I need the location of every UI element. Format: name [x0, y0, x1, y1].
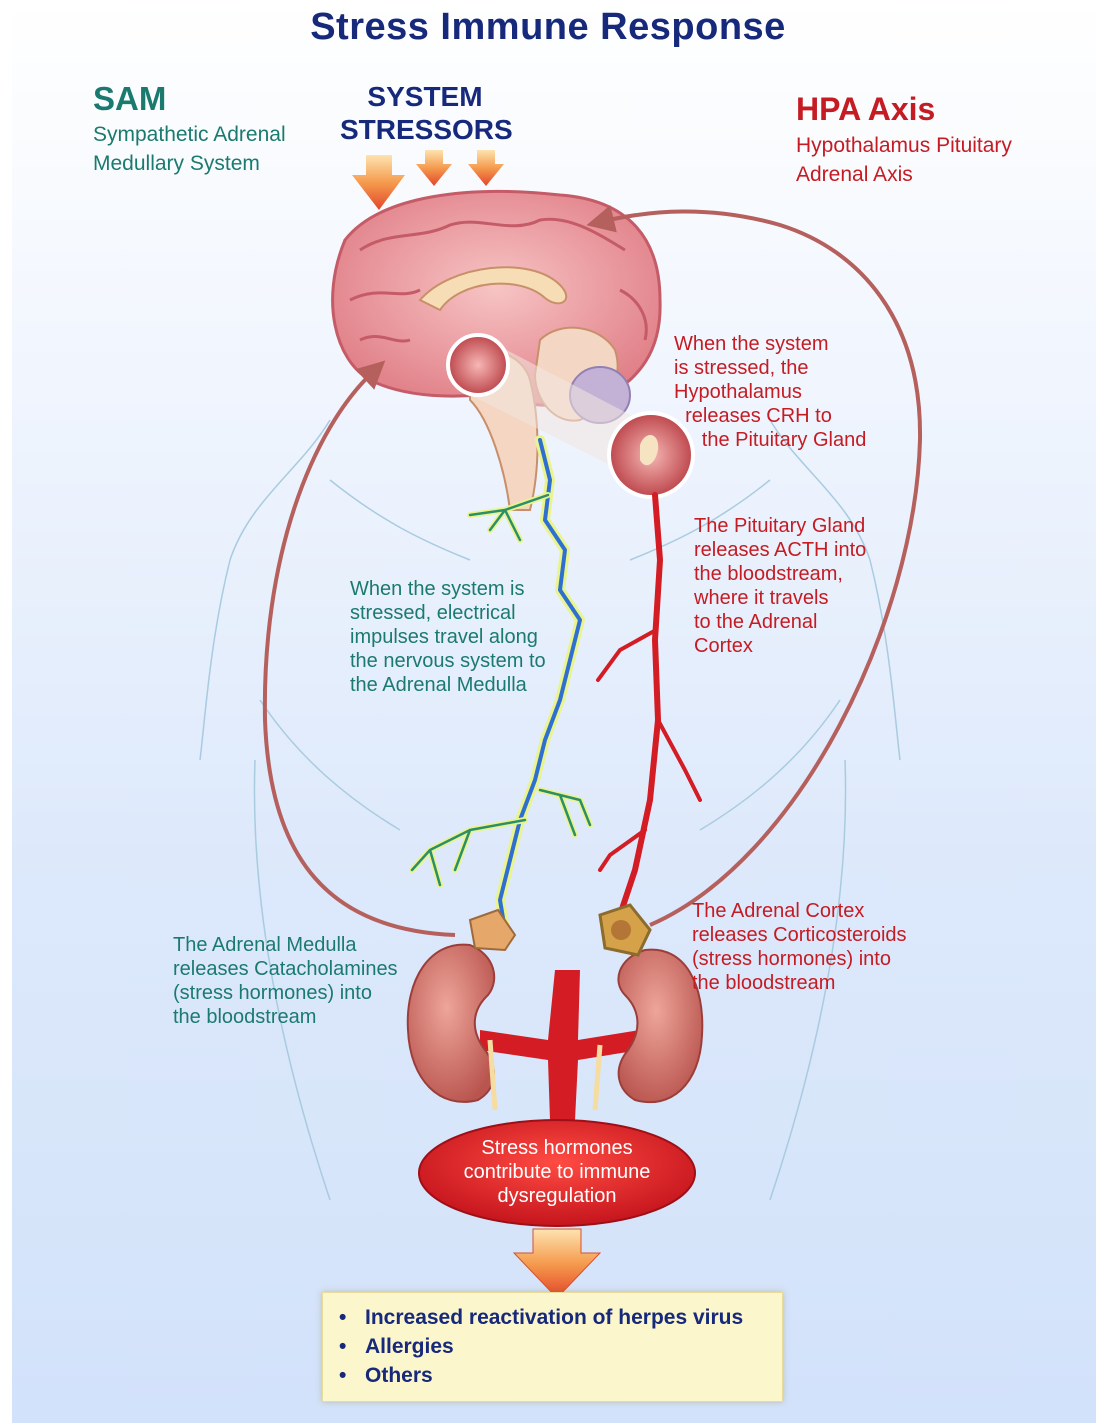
- effects-item: •Others: [339, 1361, 782, 1390]
- bullet: •: [339, 1303, 365, 1332]
- pituitary-annotation: The Pituitary Gland releases ACTH into t…: [694, 514, 904, 658]
- sam-title: SAM: [93, 80, 166, 118]
- bullet: •: [339, 1361, 365, 1390]
- blood-vessel: [598, 495, 700, 915]
- effects-box: •Increased reactivation of herpes virus …: [322, 1292, 783, 1402]
- effects-item: •Increased reactivation of herpes virus: [339, 1303, 782, 1332]
- hpa-axis-subtitle: Hypothalamus Pituitary Adrenal Axis: [796, 131, 1012, 189]
- hypothalamus-annotation: When the system is stressed, the Hypotha…: [674, 332, 904, 452]
- sam-subtitle: Sympathetic Adrenal Medullary System: [93, 120, 286, 178]
- page-title: Stress Immune Response: [0, 6, 1096, 49]
- adrenal-medulla-annotation: The Adrenal Medulla releases Catacholami…: [173, 933, 433, 1029]
- outcome-text: Stress hormones contribute to immune dys…: [420, 1136, 694, 1208]
- adrenal-cortex-annotation: The Adrenal Cortex releases Corticostero…: [692, 899, 952, 995]
- effects-item-label: Allergies: [365, 1335, 454, 1358]
- outcome-arrow: [514, 1229, 600, 1298]
- effects-item-label: Increased reactivation of herpes virus: [365, 1306, 743, 1329]
- kidneys-illustration: [408, 905, 703, 1120]
- hpa-axis-title: HPA Axis: [796, 91, 935, 128]
- bullet: •: [339, 1332, 365, 1361]
- effects-item: •Allergies: [339, 1332, 782, 1361]
- nerve-annotation: When the system is stressed, electrical …: [350, 577, 590, 697]
- effects-item-label: Others: [365, 1364, 433, 1387]
- system-stressors-label: SYSTEM STRESSORS: [340, 80, 510, 146]
- effects-list: •Increased reactivation of herpes virus …: [323, 1293, 782, 1390]
